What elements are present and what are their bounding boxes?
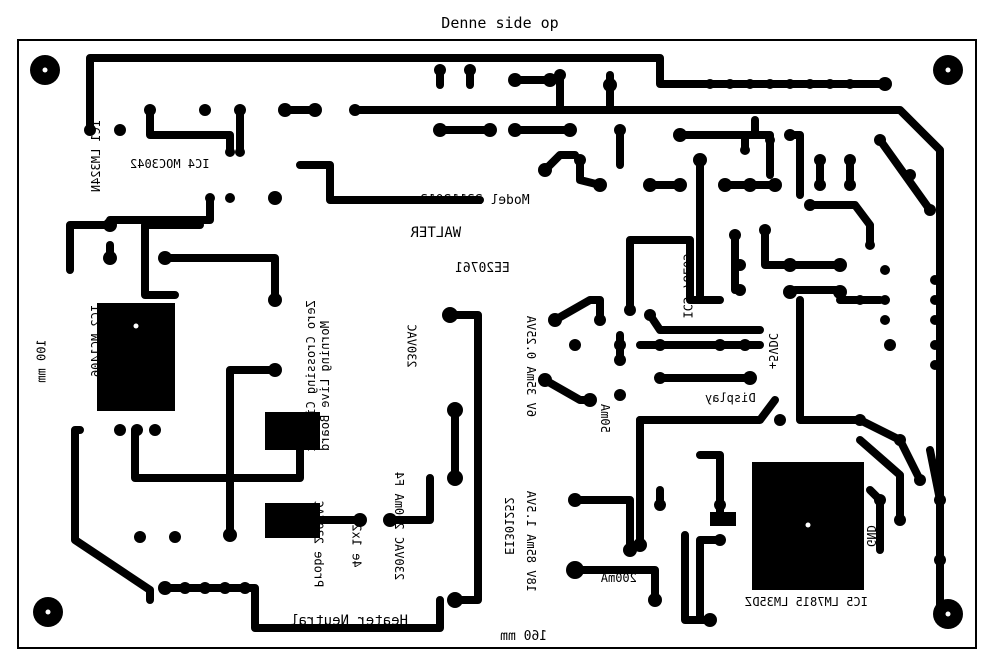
- pcb-labels: Heater Neutral 160 mm 100 mm Zero Crossi…: [35, 120, 878, 644]
- f2-pad: [265, 503, 320, 538]
- supply-note-3: 230VAC 200mA F4: [392, 472, 406, 580]
- ic1-label: IC1 LM324N: [89, 120, 103, 192]
- supply-note-1: 18V 85mA 1.5VA: [524, 490, 538, 592]
- dimension-160-label: 160 mm: [500, 629, 547, 644]
- 4e-label: 4e 1x2: [350, 524, 364, 567]
- vdc-label: +5VDC: [766, 333, 780, 369]
- 200ma-label: 200mA: [600, 571, 637, 585]
- ic3-label: IC3 78L05: [681, 253, 695, 318]
- 50ma-label: 50mA: [598, 403, 612, 433]
- f1-pad: [265, 412, 320, 450]
- code-2: EI301252: [502, 497, 516, 555]
- solder-pads: [84, 64, 946, 627]
- title-line-2: Morning Live Board: [318, 321, 332, 451]
- title-line-3: Model 23112013: [420, 193, 530, 208]
- display-label: Display: [705, 391, 756, 405]
- supply-note-4: 230VAC: [405, 324, 419, 367]
- board-top-label: Denne side op: [441, 14, 559, 32]
- ic2-label: IC2 MC1406: [89, 305, 103, 377]
- copper-pads-large: [97, 303, 864, 590]
- board-outline: [17, 39, 977, 649]
- tr1-pad: [710, 512, 736, 526]
- probe-label: Probe 230VAC: [311, 501, 325, 588]
- code-1: EE20761: [455, 261, 510, 276]
- ic5-label: IC5 LM7815 LM35DZ: [745, 595, 868, 609]
- title-line-1: Zero Crossing Circuit: [304, 300, 318, 452]
- gnd-label: GND: [864, 525, 878, 547]
- ic2-package: [97, 303, 175, 411]
- ic4-label: IC4 MOC3042: [130, 157, 209, 171]
- title-line-4: WALTER: [410, 225, 461, 241]
- dimension-100-label: 100 mm: [35, 339, 49, 382]
- supply-note-2: 6V 35mA 0.25VA: [524, 315, 538, 417]
- heater-neutral-label: Heater Neutral: [290, 613, 408, 629]
